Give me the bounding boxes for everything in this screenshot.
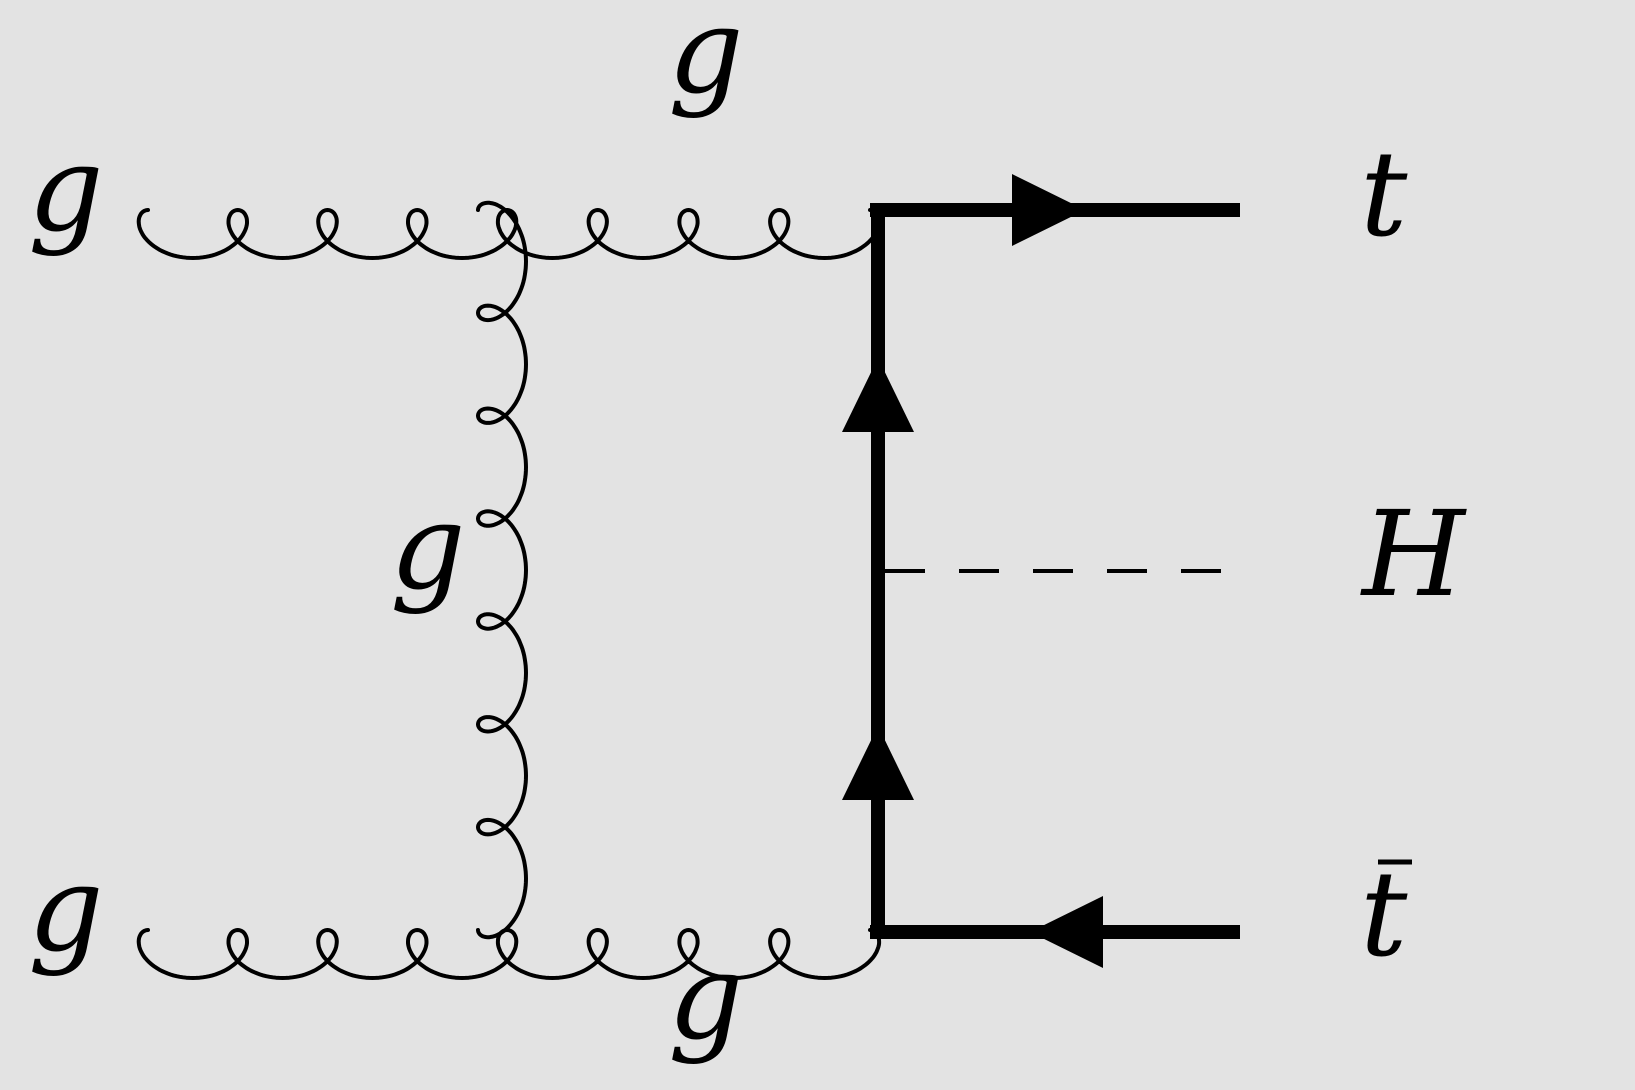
label-top: t bbox=[1360, 125, 1408, 263]
label-gluon-in-top: g bbox=[28, 120, 104, 258]
label-gluon-exchange: g bbox=[390, 478, 466, 616]
top-arrow-right bbox=[1012, 174, 1085, 246]
label-gluon-bottom: g bbox=[668, 928, 744, 1066]
label-antitop: t bbox=[1360, 845, 1408, 983]
incoming-gluon-top bbox=[136, 208, 519, 260]
antitop-arrow-left bbox=[1030, 896, 1103, 968]
gluon-line-bottom bbox=[495, 928, 882, 980]
exchanged-gluon-vertical bbox=[476, 200, 528, 940]
gluon-line-top bbox=[495, 208, 882, 260]
label-gluon-top: g bbox=[668, 0, 744, 120]
label-higgs: H bbox=[1360, 485, 1467, 623]
propagator-arrow-up-lower bbox=[842, 726, 914, 800]
propagator-arrow-up-upper bbox=[842, 358, 914, 432]
incoming-gluon-bottom bbox=[136, 928, 519, 980]
label-gluon-in-bottom: g bbox=[28, 840, 104, 978]
